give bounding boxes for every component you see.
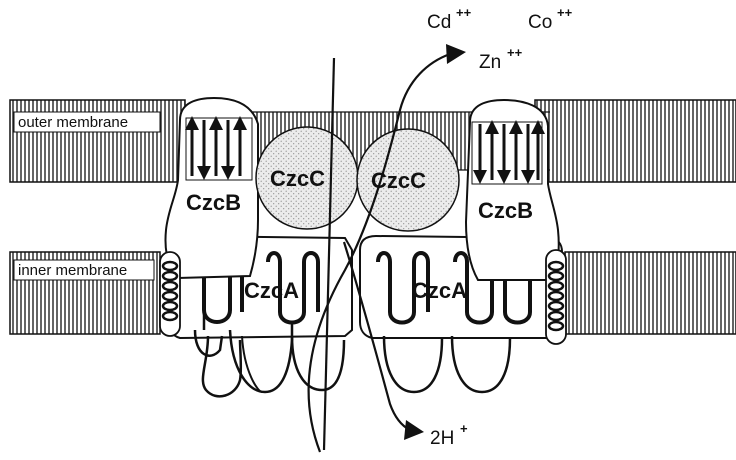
inner-membrane-label: inner membrane bbox=[18, 262, 127, 279]
ion-co-symbol: Co bbox=[528, 12, 552, 33]
czcC-left-label: CzcC bbox=[270, 166, 325, 191]
czcC-right-label: CzcC bbox=[371, 168, 426, 193]
ion-zn-symbol: Zn bbox=[479, 52, 501, 73]
proton-influx-arrowhead-icon bbox=[404, 420, 424, 440]
czcA-right-label: CzcA bbox=[412, 278, 467, 303]
czcC-left: CzcC bbox=[256, 127, 358, 229]
ion-cd-charge: ++ bbox=[456, 5, 472, 20]
ion-cd-symbol: Cd bbox=[427, 12, 451, 33]
ion-co: Co ++ bbox=[528, 5, 573, 33]
ion-proton-symbol: 2H bbox=[430, 428, 454, 449]
czcB-right-arrows-icon bbox=[472, 120, 545, 184]
ion-proton: 2H + bbox=[430, 421, 468, 449]
ion-proton-charge: + bbox=[460, 421, 468, 436]
ion-zn-charge: ++ bbox=[507, 45, 523, 60]
ion-zn: Zn ++ bbox=[479, 45, 523, 73]
outer-membrane-label: outer membrane bbox=[18, 114, 128, 131]
czcA-left-label: CzcA bbox=[244, 278, 299, 303]
czcB-left-label: CzcB bbox=[186, 190, 241, 215]
czcB-left-arrows-icon bbox=[185, 116, 252, 180]
cation-efflux-arrowhead-icon bbox=[446, 44, 466, 64]
czcB-right-label: CzcB bbox=[478, 198, 533, 223]
ion-co-charge: ++ bbox=[557, 5, 573, 20]
czcC-right: CzcC bbox=[357, 129, 459, 231]
ion-cd: Cd ++ bbox=[427, 5, 472, 33]
